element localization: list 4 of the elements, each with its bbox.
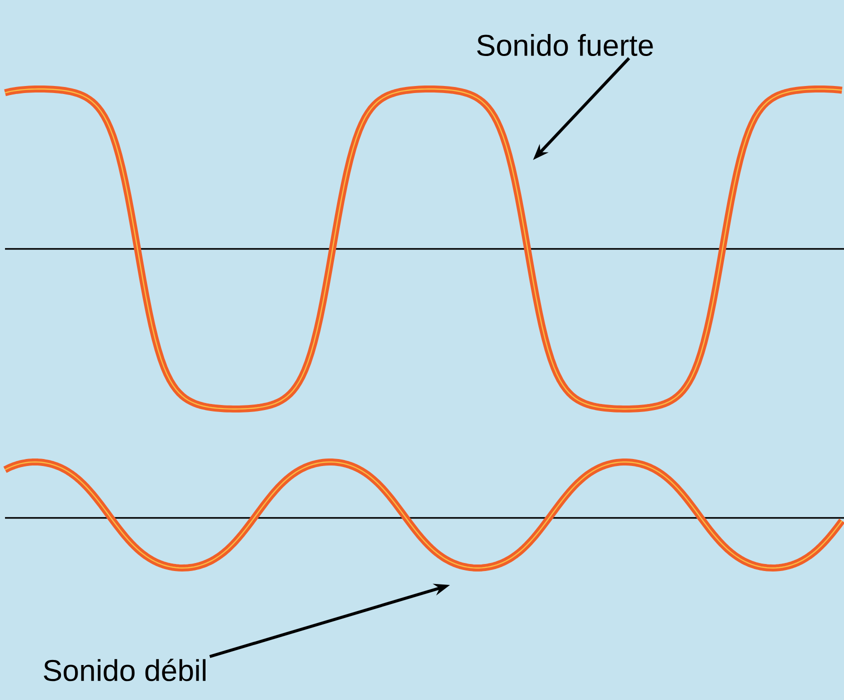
wave-label: Sonido fuerte — [477, 34, 653, 56]
wave-label: Sonido débil — [44, 658, 206, 682]
wave — [4, 85, 842, 412]
wave — [4, 458, 844, 572]
